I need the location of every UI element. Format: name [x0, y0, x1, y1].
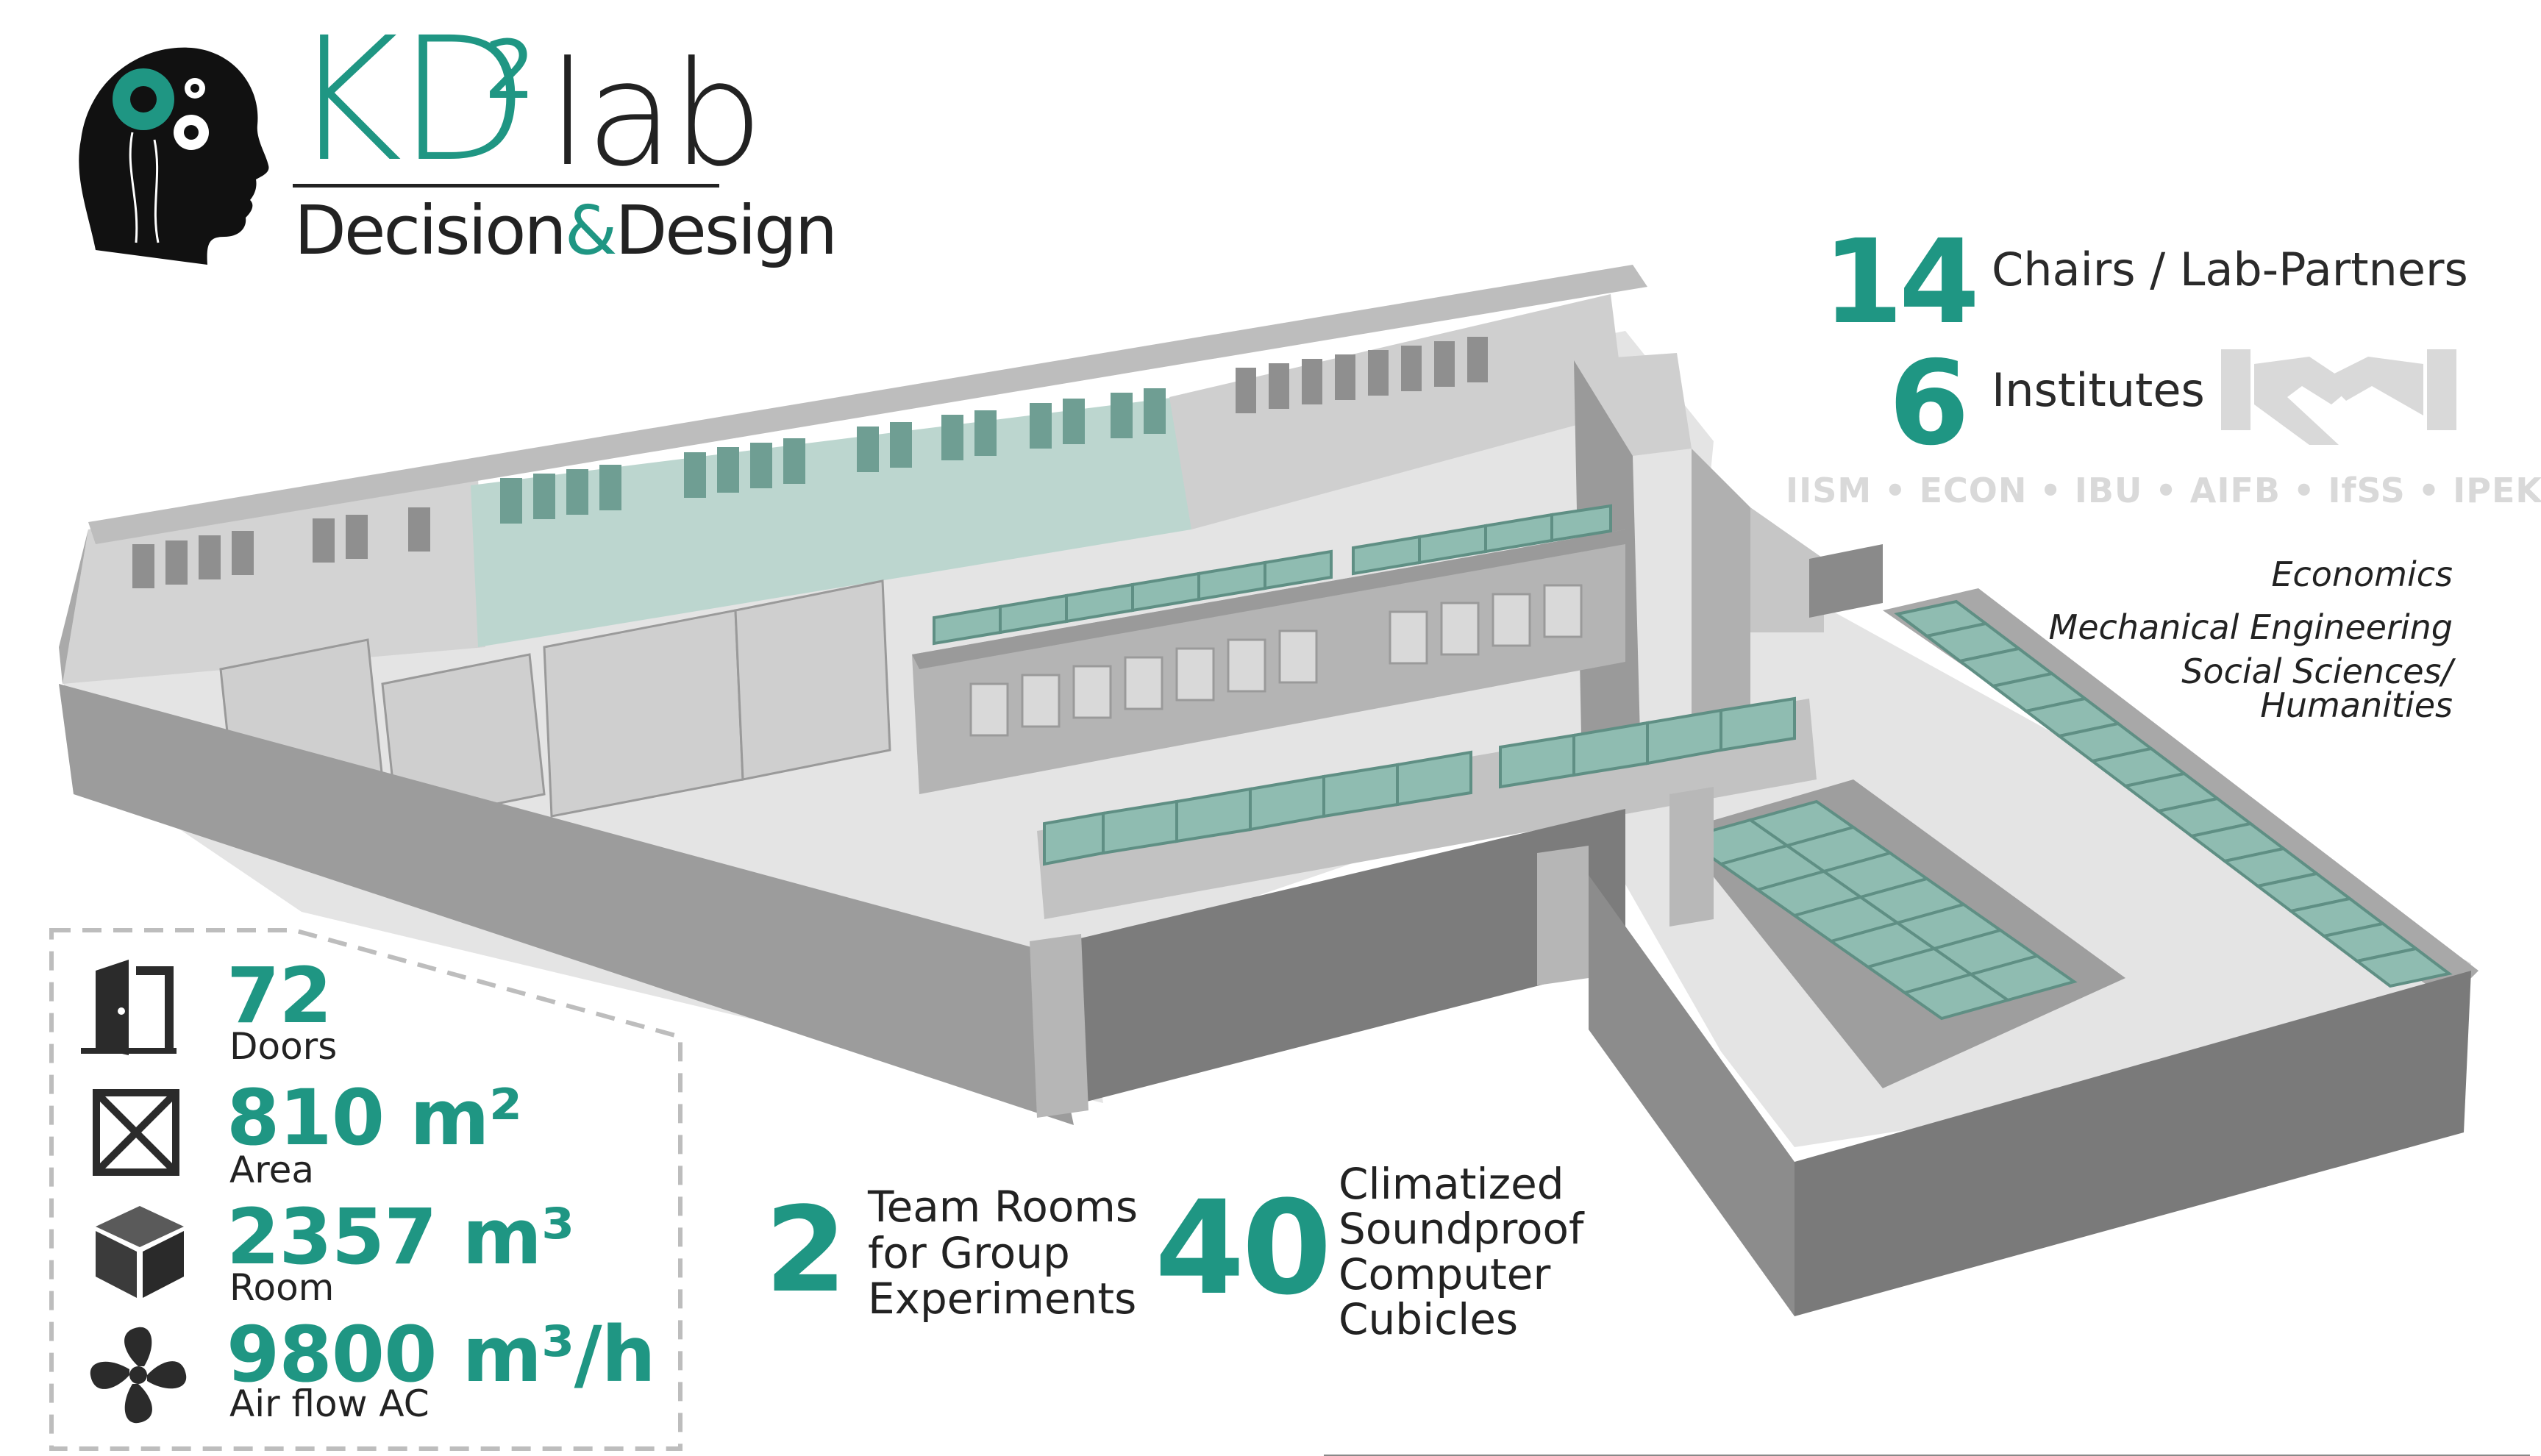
discipline-social-line-1: Social Sciences/	[2181, 652, 2453, 691]
logo-kd: KD	[291, 1, 530, 199]
cube-icon	[96, 1206, 184, 1298]
team-rooms-line-2: for Group	[868, 1227, 1070, 1278]
brain-gears-icon	[79, 47, 269, 265]
cubicles-line-2: Soundproof	[1339, 1204, 1584, 1255]
right-cubicle-row	[1883, 588, 2478, 1000]
handshake-icon	[2221, 349, 2456, 445]
room-volume-value: 2357 m³	[227, 1192, 575, 1282]
cubicles-line-4: Cubicles	[1339, 1294, 1519, 1345]
chairs-count: 14	[1822, 215, 1980, 350]
back-rooms	[59, 265, 1647, 684]
stats-panel-border	[49, 928, 683, 1451]
outer-wall-front	[59, 684, 1625, 1125]
cubicles-line-1: Climatized	[1339, 1159, 1564, 1209]
airflow-label: Air flow AC	[229, 1382, 430, 1425]
logo-lab: lab	[548, 31, 763, 199]
doors-value: 72	[227, 951, 332, 1041]
tagline-design: Design	[615, 191, 838, 270]
institutes-count: 6	[1889, 336, 1970, 471]
right-wing-walls	[1589, 544, 2471, 1316]
tagline-ampersand: &	[564, 191, 618, 270]
doors-label: Doors	[229, 1025, 338, 1068]
cubicles-label: Climatized Soundproof Computer Cubicles	[1339, 1159, 1633, 1345]
area-icon	[93, 1089, 179, 1176]
airflow-value: 9800 m³/h	[227, 1310, 656, 1399]
area-value: 810 m²	[227, 1073, 522, 1163]
central-cubicle-block	[912, 504, 1625, 794]
discipline-mechanical-engineering: Mechanical Engineering	[2048, 607, 2453, 647]
cubicles-count: 40	[1155, 1173, 1332, 1324]
door-icon	[81, 960, 177, 1055]
logo-divider	[293, 184, 719, 188]
chairs-label: Chairs / Lab-Partners	[1992, 243, 2468, 296]
tagline-decision: Decision	[294, 191, 567, 270]
team-rooms-count: 2	[765, 1181, 847, 1318]
room-volume-label: Room	[229, 1266, 335, 1309]
discipline-economics: Economics	[2271, 554, 2453, 594]
discipline-social-sciences: Social Sciences/ Humanities	[1938, 654, 2453, 722]
front-cubicle-row	[1037, 696, 1817, 919]
team-rooms-line-3: Experiments	[868, 1274, 1137, 1324]
team-rooms-label: Team Rooms for Group Experiments	[868, 1184, 1177, 1322]
team-room-grid	[1677, 779, 2125, 1088]
team-rooms-line-1: Team Rooms	[868, 1182, 1138, 1232]
institutes-label: Institutes	[1992, 363, 2205, 417]
cubicles-line-3: Computer	[1339, 1249, 1551, 1299]
discipline-social-line-2: Humanities	[2260, 685, 2453, 725]
area-label: Area	[229, 1149, 315, 1191]
fan-icon	[90, 1327, 187, 1424]
logo-tagline: Decision&Design	[294, 197, 838, 265]
logo-superscript: 2	[484, 23, 535, 117]
institutes-list: IISM • ECON • IBU • AIFB • IfSS • IPEK	[1786, 471, 2541, 510]
